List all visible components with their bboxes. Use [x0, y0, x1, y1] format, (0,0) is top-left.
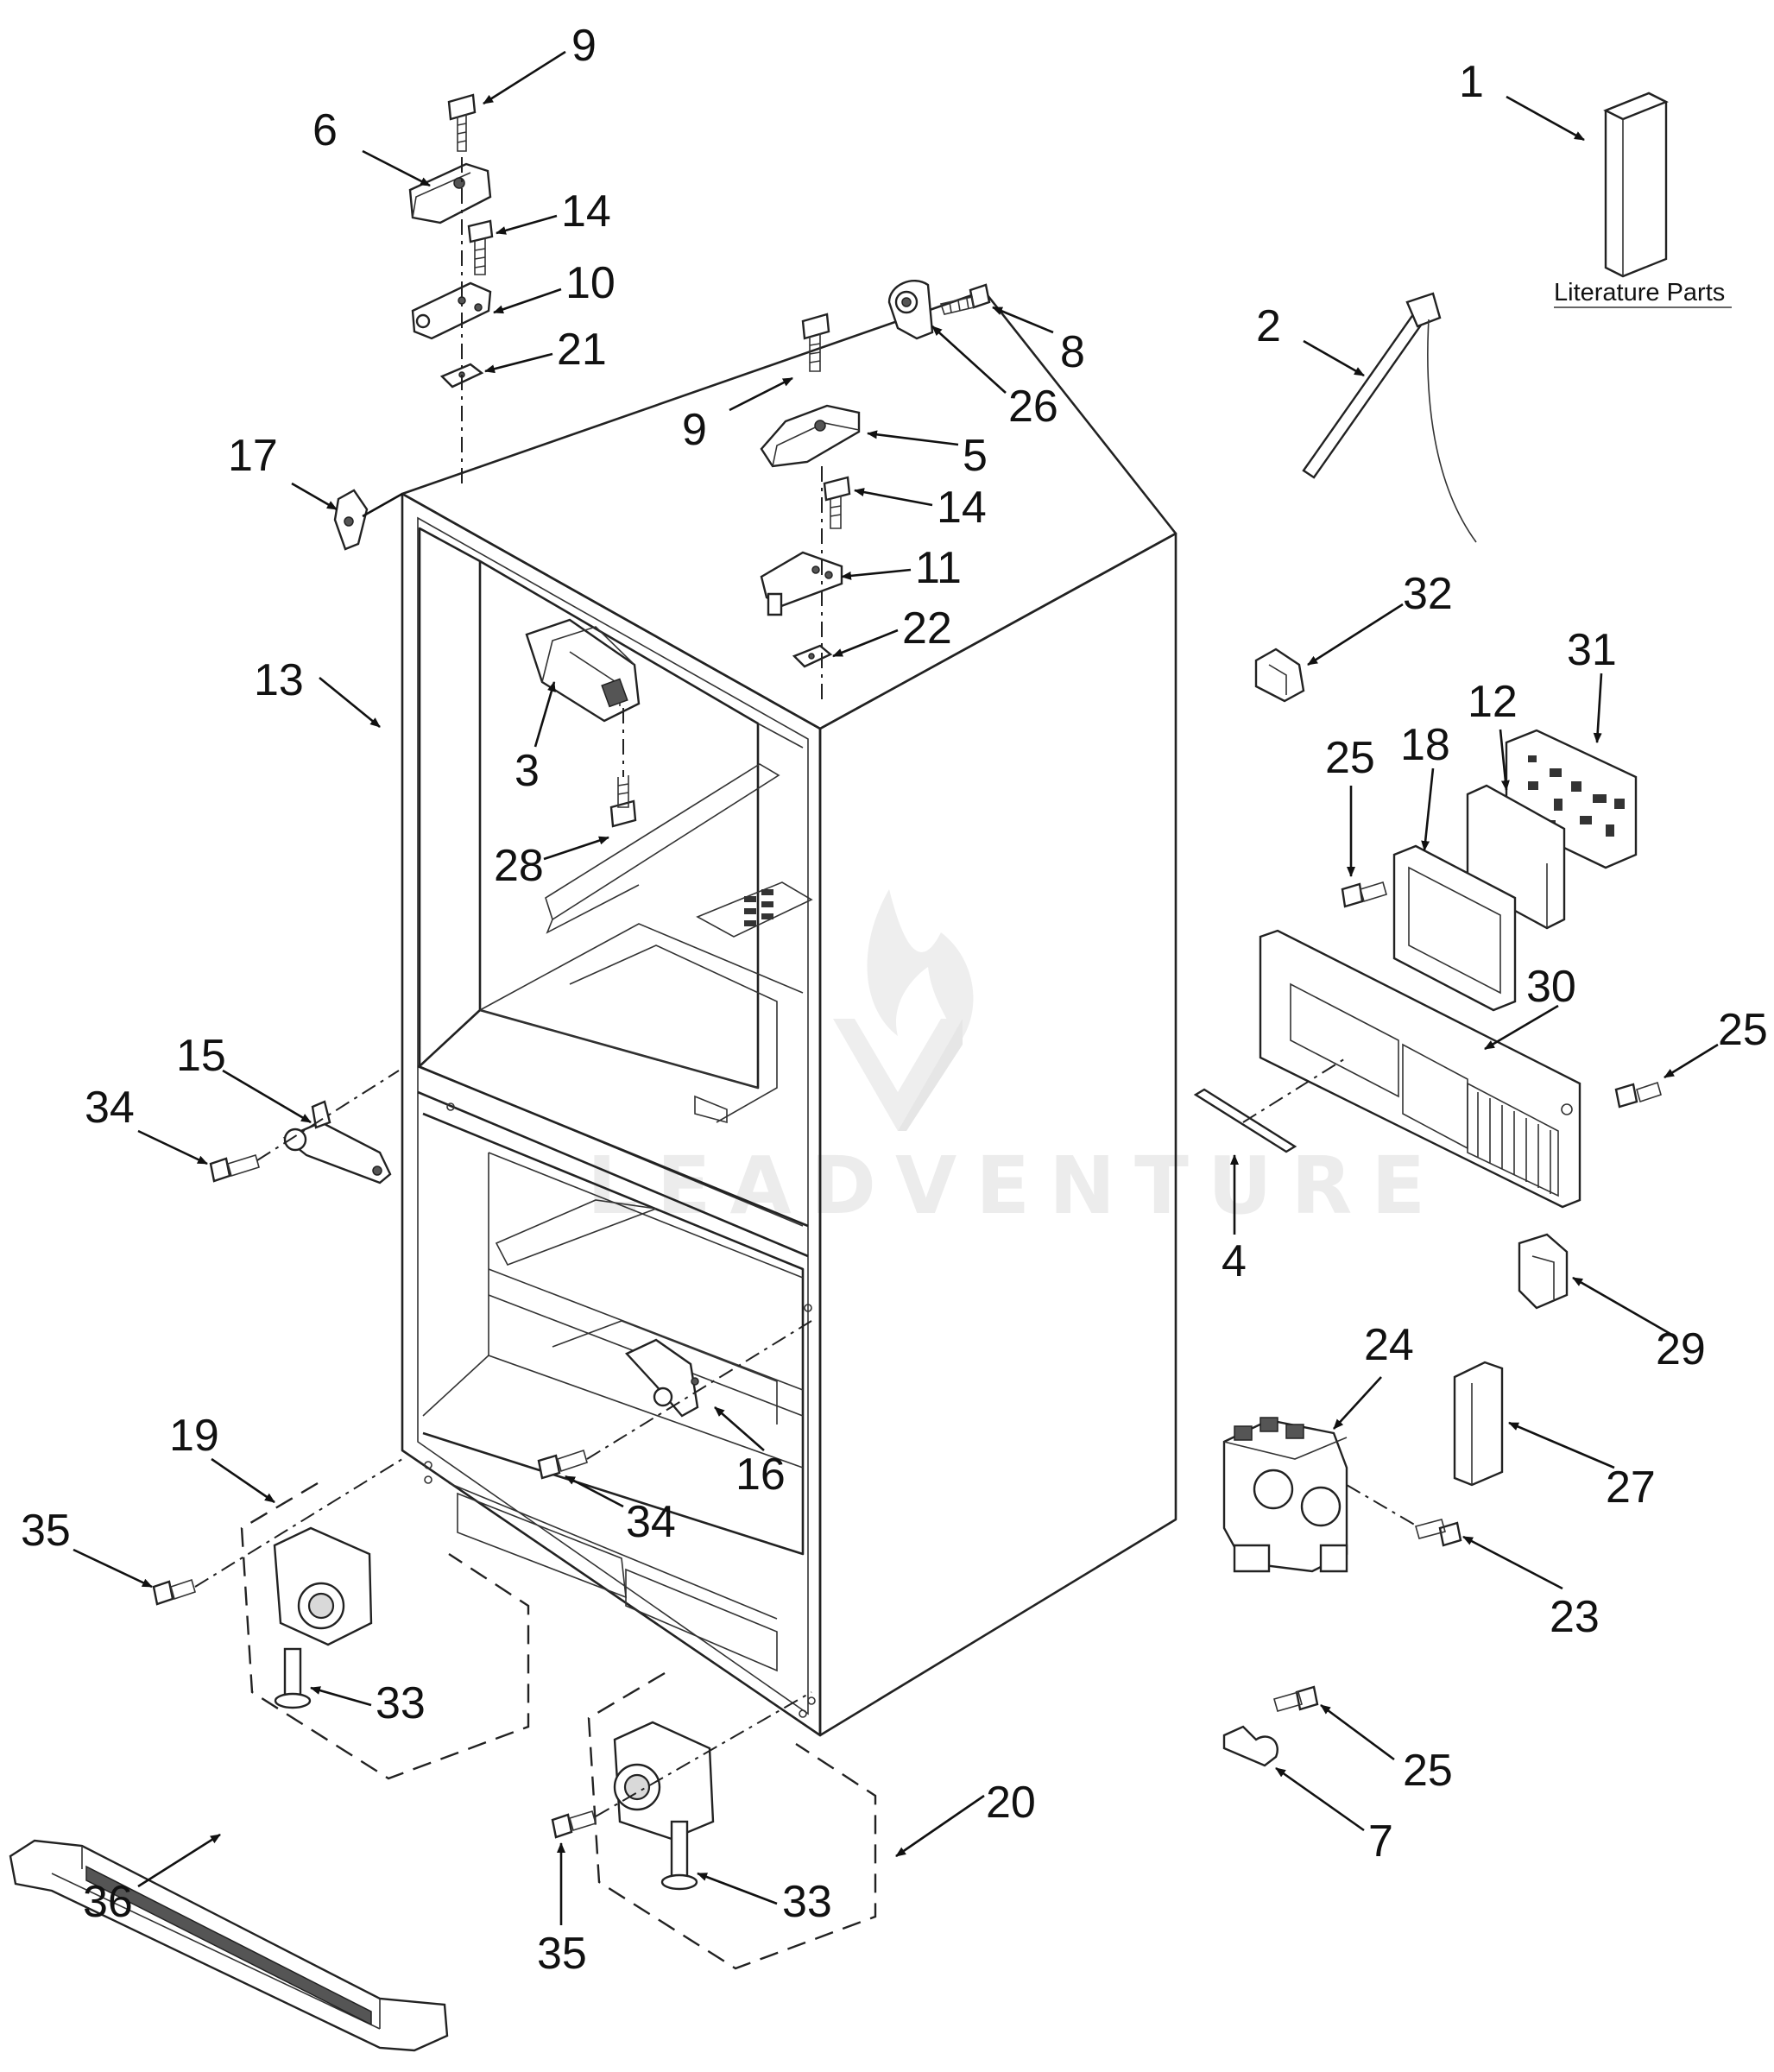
- callout-18: 18: [1400, 720, 1450, 770]
- callout-7: 7: [1368, 1816, 1393, 1867]
- hinge-11[interactable]: [760, 551, 843, 616]
- callout-11: 11: [915, 543, 962, 593]
- callout-27: 27: [1606, 1462, 1656, 1513]
- callout-15: 15: [176, 1031, 226, 1081]
- screw-25-lower[interactable]: [1273, 1685, 1319, 1712]
- water-valve-24[interactable]: [1222, 1417, 1348, 1573]
- callout-labels: 1 2 3 4 5 6 7 8 9 9 10 11 12 13 14 14 15…: [21, 21, 1768, 1979]
- callout-24: 24: [1364, 1320, 1414, 1370]
- axis-valve-24: [1346, 1484, 1418, 1527]
- roller-assembly-20[interactable]: [587, 1671, 877, 1970]
- clip-32[interactable]: [1254, 648, 1305, 703]
- callout-10: 10: [565, 258, 616, 308]
- callout-13: 13: [254, 655, 304, 705]
- vent-slots: [744, 889, 773, 926]
- callout-12: 12: [1468, 677, 1518, 727]
- screw-25-right[interactable]: [1614, 1081, 1662, 1109]
- screw-35-left[interactable]: [152, 1578, 196, 1606]
- axis-roller-20: [595, 1691, 812, 1817]
- watermark: LEADVENTURE: [587, 889, 1444, 1232]
- screw-28[interactable]: [609, 775, 637, 828]
- callout-36: 36: [83, 1877, 133, 1927]
- callout-33a: 33: [376, 1678, 426, 1728]
- bracket-26[interactable]: [887, 280, 934, 340]
- callout-22: 22: [902, 603, 952, 654]
- hinge-cover-6[interactable]: [408, 162, 492, 224]
- screw-23[interactable]: [1415, 1519, 1462, 1547]
- leader-arrows: [73, 50, 1719, 1925]
- screw-9-right[interactable]: [801, 313, 830, 372]
- cover-3[interactable]: [525, 618, 641, 723]
- callout-26: 26: [1008, 382, 1058, 432]
- callout-16: 16: [735, 1450, 786, 1500]
- hinge-16[interactable]: [625, 1338, 699, 1418]
- fill-tube-2[interactable]: [1302, 292, 1477, 543]
- callout-8: 8: [1060, 327, 1085, 377]
- bracket-29[interactable]: [1518, 1233, 1569, 1310]
- callout-23: 23: [1550, 1592, 1600, 1642]
- callout-1: 1: [1459, 57, 1484, 107]
- callout-20: 20: [986, 1778, 1036, 1828]
- screw-35-right[interactable]: [551, 1810, 597, 1839]
- callout-35a: 35: [21, 1506, 71, 1556]
- watermark-text: LEADVENTURE: [587, 1140, 1444, 1232]
- screw-9-left[interactable]: [447, 93, 477, 152]
- cover-27[interactable]: [1453, 1361, 1504, 1487]
- callout-6: 6: [313, 105, 338, 155]
- hinge-15[interactable]: [282, 1100, 392, 1184]
- callout-19: 19: [169, 1411, 219, 1461]
- callout-5: 5: [963, 431, 988, 481]
- axis-roller-19: [194, 1458, 403, 1588]
- roller-assembly-19[interactable]: [240, 1481, 530, 1780]
- callout-35b: 35: [537, 1929, 587, 1979]
- callout-32: 32: [1403, 569, 1453, 619]
- bracket-17[interactable]: [333, 489, 403, 551]
- callout-30: 30: [1526, 962, 1576, 1012]
- screw-34-lower[interactable]: [537, 1449, 588, 1480]
- vent-grille-30: [1467, 1082, 1559, 1197]
- callout-21: 21: [557, 325, 607, 375]
- callout-14b: 14: [937, 483, 987, 533]
- callout-9a: 9: [571, 21, 597, 71]
- callout-28: 28: [494, 841, 544, 891]
- callout-4: 4: [1222, 1236, 1247, 1286]
- screw-25-upper[interactable]: [1341, 881, 1387, 908]
- panel-18[interactable]: [1392, 844, 1517, 1012]
- literature-parts-label: Literature Parts: [1554, 279, 1725, 306]
- hinge-10[interactable]: [411, 281, 492, 340]
- callout-17: 17: [228, 431, 278, 481]
- axis-hinge-16: [586, 1320, 812, 1460]
- clamp-7[interactable]: [1222, 1725, 1278, 1767]
- screw-34-upper[interactable]: [209, 1153, 260, 1183]
- screw-14-left[interactable]: [467, 219, 494, 275]
- literature-parts-1[interactable]: Literature Parts: [1554, 92, 1732, 308]
- callout-34a: 34: [85, 1083, 135, 1133]
- screw-8[interactable]: [939, 283, 991, 315]
- callout-25b: 25: [1718, 1005, 1768, 1055]
- callout-33b: 33: [782, 1877, 832, 1927]
- screw-14-right[interactable]: [823, 476, 851, 529]
- toe-grille-36[interactable]: [9, 1839, 449, 2052]
- callout-14a: 14: [561, 186, 611, 237]
- callout-25c: 25: [1403, 1746, 1453, 1796]
- callout-29: 29: [1656, 1324, 1706, 1374]
- dispenser-panel-30[interactable]: [1259, 929, 1581, 1209]
- callout-2: 2: [1256, 301, 1281, 351]
- shim-22[interactable]: [792, 644, 833, 668]
- callout-31: 31: [1567, 625, 1617, 675]
- hinge-cover-5[interactable]: [760, 404, 861, 468]
- callout-34b: 34: [626, 1497, 676, 1547]
- callout-3: 3: [515, 746, 540, 796]
- callout-25a: 25: [1325, 733, 1375, 783]
- axis-seal-4: [1242, 1057, 1348, 1123]
- callout-9b: 9: [682, 405, 707, 455]
- cabinet-13[interactable]: [401, 289, 1177, 1737]
- axis-hinge-15: [256, 1070, 400, 1161]
